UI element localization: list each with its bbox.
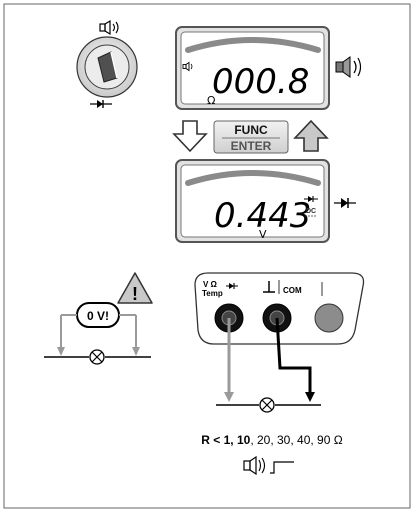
diode-icon-right	[334, 198, 356, 208]
socket-diode-icon	[226, 283, 238, 289]
top-lcd-display: 000.8 Ω	[175, 26, 330, 110]
bottom-lcd-display: 0.443 V DC	[175, 159, 330, 243]
warning-circuit: ! 0 V!	[44, 272, 153, 365]
warning-triangle-icon: !	[117, 272, 153, 304]
lamp-icon-right	[259, 397, 275, 413]
caption-suffix: , 20, 30, 40, 90 Ω	[250, 433, 342, 447]
socket-temp-label: Temp	[202, 289, 223, 298]
display-arc-bottom	[185, 170, 321, 186]
arrow-down-icon	[172, 120, 208, 153]
top-reading: 000.8	[212, 62, 309, 102]
enter-label: ENTER	[231, 139, 272, 153]
top-unit: Ω	[207, 94, 215, 107]
func-enter-button[interactable]: FUNC ENTER	[213, 120, 289, 154]
zero-volt-label: 0 V!	[87, 309, 109, 323]
socket-current[interactable]	[314, 303, 344, 333]
buzzer-icon	[99, 19, 119, 36]
bottom-unit: V	[259, 228, 267, 241]
test-leads	[216, 317, 321, 413]
socket-v-ohm-label: V Ω	[203, 280, 218, 289]
continuity-signal-icon	[243, 455, 294, 476]
socket-com-label: COM	[283, 286, 302, 295]
display-diode-icon	[304, 196, 318, 202]
caption-bold-value: 10	[237, 433, 251, 447]
display-arc	[185, 37, 321, 53]
dc-indicator: DC	[306, 208, 316, 215]
lamp-icon	[89, 349, 105, 365]
diode-icon	[90, 100, 112, 108]
display-buzzer-icon	[182, 61, 193, 72]
speaker-icon	[335, 56, 362, 78]
warning-exclamation: !	[132, 284, 138, 304]
resistance-caption: R < 1, 10, 20, 30, 40, 90 Ω	[201, 433, 342, 447]
func-label: FUNC	[234, 123, 268, 137]
arrow-up-icon	[293, 119, 329, 152]
bottom-reading: 0.443	[214, 196, 311, 236]
socket-panel: V Ω Temp COM	[194, 272, 365, 345]
rotary-selector[interactable]	[76, 19, 138, 108]
caption-prefix: R < 1,	[201, 433, 237, 447]
ground-icon	[263, 281, 275, 293]
